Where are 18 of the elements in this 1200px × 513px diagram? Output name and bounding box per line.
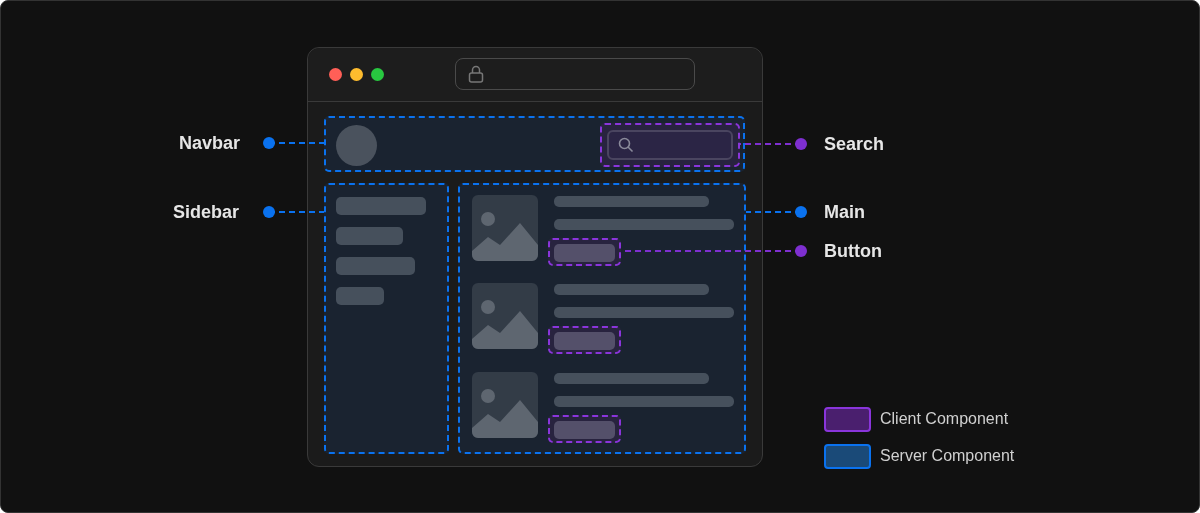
callout-label: Search (824, 133, 885, 155)
callout-label: Sidebar (173, 201, 240, 223)
leader-line (263, 206, 325, 218)
server-component-region (324, 116, 745, 172)
client-component-region (600, 123, 740, 167)
client-component-region (548, 238, 621, 266)
server-component-region (324, 183, 449, 454)
leader-line (263, 137, 325, 149)
legend-label: Client Component (880, 409, 1009, 429)
client-component-region (548, 326, 621, 354)
callout-label: Main (824, 201, 865, 223)
legend-label: Server Component (880, 446, 1015, 466)
server-component-region (458, 183, 746, 454)
callout-label: Navbar (179, 132, 241, 154)
client-component-region (548, 415, 621, 443)
callout-label: Button (824, 240, 882, 262)
leader-line (739, 138, 807, 150)
leader-line (745, 206, 807, 218)
